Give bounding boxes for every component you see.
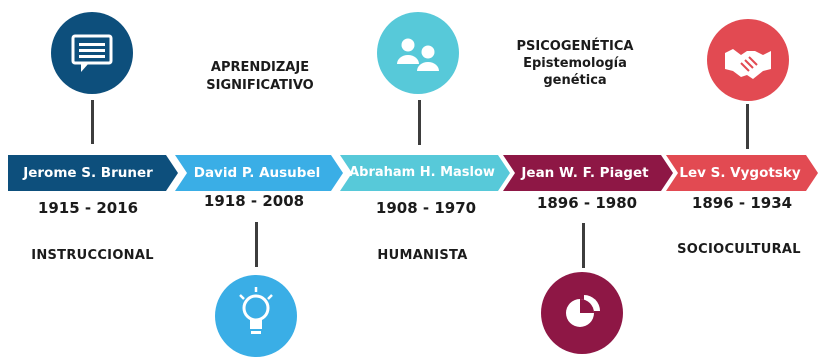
maslow-name: Abraham H. Maslow — [349, 165, 495, 180]
handshake-icon — [725, 49, 771, 79]
people-icon — [397, 38, 439, 71]
piaget-icon-circle — [541, 272, 623, 354]
chat-icon — [71, 34, 113, 72]
maslow-theory: HUMANISTA — [377, 248, 468, 263]
vygotsky-theory: SOCIOCULTURAL — [677, 242, 801, 257]
bruner-icon-circle — [51, 12, 133, 94]
lightbulb-icon — [239, 287, 273, 334]
piaget-name: Jean W. F. Piaget — [521, 165, 649, 181]
ausubel-name: David P. Ausubel — [193, 165, 321, 181]
maslow-years: 1908 - 1970 — [375, 199, 477, 217]
bruner-name: Jerome S. Bruner — [23, 165, 153, 181]
ausubel-years: 1918 - 2008 — [203, 192, 305, 210]
vygotsky-connector — [746, 104, 749, 149]
ausubel-icon-circle — [215, 275, 297, 357]
maslow-arrow: Abraham H. Maslow — [340, 155, 510, 191]
vygotsky-icon-circle — [707, 19, 789, 101]
ausubel-theory: APRENDIZAJE SIGNIFICATIVO — [206, 60, 314, 93]
vygotsky-name: Lev S. Vygotsky — [679, 165, 801, 181]
vygotsky-arrow: Lev S. Vygotsky — [666, 155, 818, 191]
pie-chart-icon — [566, 295, 600, 327]
ausubel-arrow: David P. Ausubel — [175, 155, 343, 191]
ausubel-connector — [255, 222, 258, 267]
maslow-icon-circle — [377, 12, 459, 94]
bruner-connector — [91, 100, 94, 144]
piaget-connector — [582, 223, 585, 268]
bruner-years: 1915 - 2016 — [37, 199, 139, 217]
vygotsky-years: 1896 - 1934 — [691, 194, 793, 212]
piaget-theory: PSICOGENÉTICA Epistemología genética — [516, 39, 634, 88]
bruner-arrow: Jerome S. Bruner — [8, 155, 178, 191]
piaget-years: 1896 - 1980 — [536, 194, 638, 212]
piaget-arrow: Jean W. F. Piaget — [503, 155, 673, 191]
bruner-theory: INSTRUCCIONAL — [31, 248, 154, 263]
maslow-connector — [418, 100, 421, 145]
